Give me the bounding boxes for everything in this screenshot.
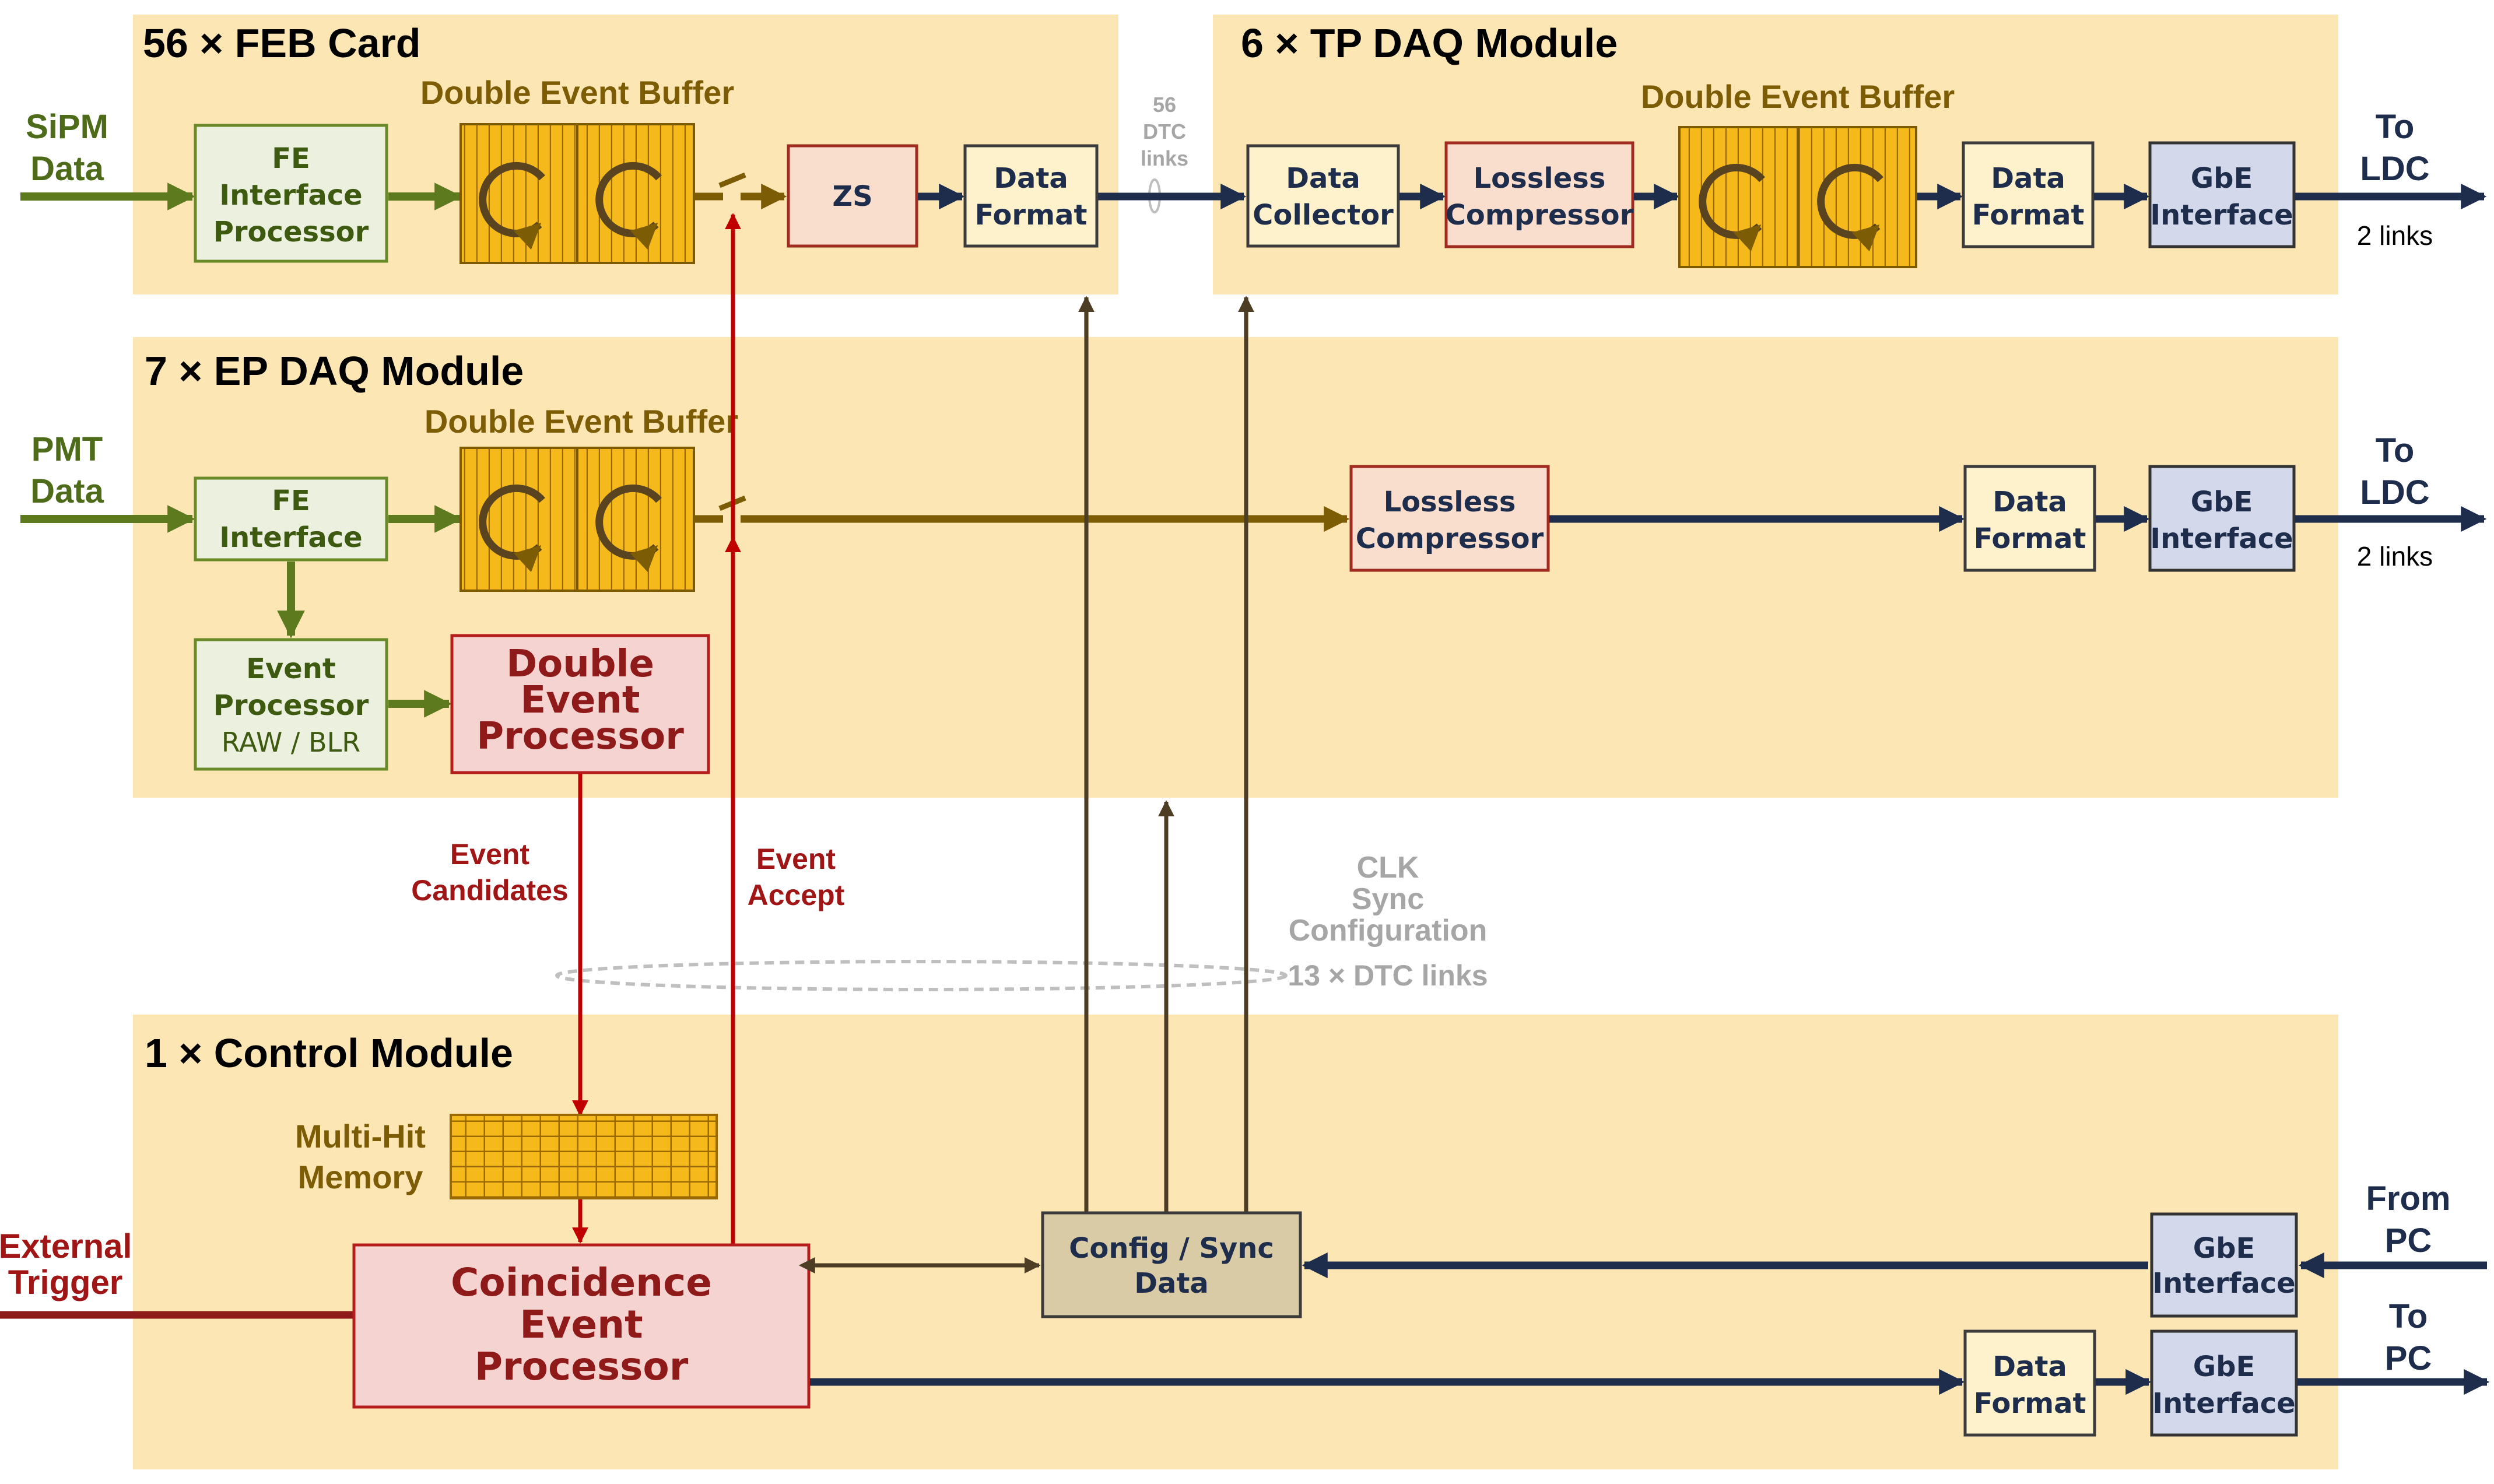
feb-buffer-cycle-icon-1	[479, 162, 545, 250]
ctrl-gbe-out-box	[2150, 1329, 2298, 1437]
feb-buffer-cycle-icon-2	[595, 162, 662, 250]
zs-box	[787, 144, 918, 248]
zs-label: ZS	[832, 180, 872, 213]
ep-daq-title: 7 × EP DAQ Module	[145, 348, 524, 394]
tp-data-format-box	[1962, 141, 2095, 248]
dtc13-label: 13 × DTC links	[1288, 959, 1488, 992]
tp-lossless-compressor-box	[1444, 141, 1634, 248]
ctrl-data-format-box	[1963, 1329, 2096, 1437]
ep-buffer-title: Double Event Buffer	[425, 403, 738, 440]
tp-buffer-cycle-icon-1	[1699, 163, 1765, 252]
fe-interface-processor-box	[194, 124, 388, 263]
ep-buffer-cycle-icon-1	[479, 484, 545, 573]
multi-hit-memory-grid	[450, 1114, 718, 1199]
feb-double-buffer-left	[459, 123, 578, 264]
feb-data-format-box	[963, 144, 1099, 248]
tp-daq-title: 6 × TP DAQ Module	[1241, 20, 1618, 66]
links-label-1: 2 links	[2357, 220, 2433, 251]
tp-double-buffer-right	[1797, 126, 1917, 268]
fe-interface-box	[194, 476, 388, 562]
tp-double-buffer-left	[1678, 126, 1799, 268]
ep-double-buffer-left	[459, 447, 578, 592]
feb-double-buffer-right	[576, 123, 695, 264]
ep-double-buffer-right	[576, 447, 695, 592]
control-module-title: 1 × Control Module	[145, 1030, 513, 1076]
feb-card-title: 56 × FEB Card	[143, 20, 421, 66]
ep-lossless-compressor-box	[1349, 465, 1550, 572]
event-processor-box	[194, 638, 388, 771]
ep-data-format-box	[1963, 465, 2096, 572]
tp-buffer-title: Double Event Buffer	[1641, 78, 1955, 115]
links-label-2: 2 links	[2357, 541, 2433, 571]
ep-gbe-interface-box	[2148, 465, 2296, 572]
ep-buffer-cycle-icon-2	[595, 484, 662, 573]
double-event-processor-box	[450, 634, 710, 774]
tp-buffer-cycle-icon-2	[1817, 163, 1883, 252]
ctrl-gbe-in-box	[2150, 1212, 2298, 1318]
tp-gbe-interface-box	[2148, 141, 2296, 248]
config-sync-box	[1041, 1211, 1302, 1318]
coincidence-event-processor-box	[352, 1243, 811, 1409]
feb-switch-icon	[718, 172, 746, 188]
dtc-bundle-ellipse	[555, 960, 1288, 991]
feb-buffer-title: Double Event Buffer	[420, 74, 734, 111]
data-collector-box	[1246, 144, 1400, 248]
